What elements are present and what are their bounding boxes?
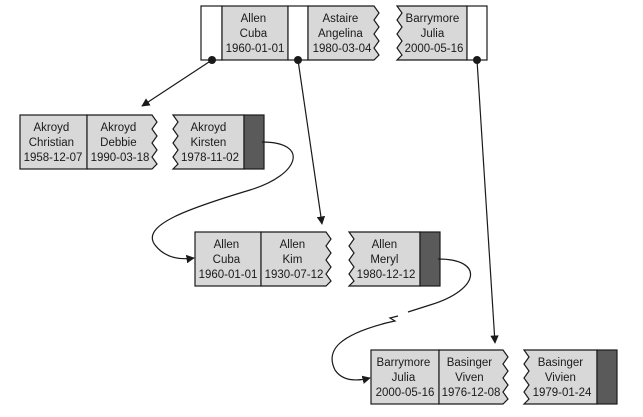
svg-text:Akroyd Christian 1: Akroyd Christian 1958-12-07 bbox=[24, 122, 83, 164]
leaf-1-cell-1-first-name: Christian bbox=[29, 137, 74, 149]
leaf-1-cell-2-birth-date: 1990-03-18 bbox=[91, 152, 150, 164]
svg-text:Allen Cuba 1960-01: Allen Cuba 1960-01-01 bbox=[199, 239, 258, 281]
leaf-2-cell-2-last-name: Allen bbox=[280, 239, 306, 251]
arrow-leaf-1-to-leaf-2 bbox=[151, 141, 294, 264]
svg-text:Allen Kim 1930-07-: Allen Kim 1930-07-12 bbox=[265, 239, 324, 281]
leaf-3-cell-2-birth-date: 1976-12-08 bbox=[442, 387, 501, 399]
svg-text:Barrymore Julia 20: Barrymore Julia 2000-05-16 bbox=[405, 13, 464, 55]
leaf-2-key-cell-2 bbox=[260, 231, 332, 287]
root-cell-3-last-name: Barrymore bbox=[406, 13, 460, 25]
leaf-2-cell-3-last-name: Allen bbox=[372, 239, 398, 251]
svg-text:Astaire Angelina 1: Astaire Angelina 1980-03-04 bbox=[313, 13, 372, 55]
leaf-1-cell-1-birth-date: 1958-12-07 bbox=[24, 152, 83, 164]
root-cell-2-first-name: Angelina bbox=[318, 28, 363, 40]
root-pointer-slot-left bbox=[200, 5, 223, 61]
svg-text:Akroyd Kirsten 197: Akroyd Kirsten 1978-11-02 bbox=[181, 122, 239, 164]
root-pointer-slot-right bbox=[466, 5, 488, 61]
leaf-3-cell-1-last-name: Barrymore bbox=[377, 357, 431, 369]
leaf-1-key-cell-2 bbox=[86, 114, 158, 170]
leaf-1-cell-3-last-name: Akroyd bbox=[191, 122, 227, 134]
leaf-3-cell-3-birth-date: 1979-01-24 bbox=[533, 387, 592, 399]
leaf-node-2: Allen Cuba 1960-01-01 Allen Kim 1930-07-… bbox=[194, 231, 441, 287]
arrow-root-to-leaf-2 bbox=[297, 59, 326, 225]
leaf-3-next-pointer bbox=[596, 349, 618, 405]
leaf-3-key-cell-1 bbox=[370, 349, 440, 405]
arrow-root-to-leaf-1 bbox=[141, 59, 213, 107]
leaf-node-1: Akroyd Christian 1958-12-07 Akroyd Debbi… bbox=[19, 114, 265, 170]
root-cell-1-last-name: Allen bbox=[241, 13, 267, 25]
leaf-1-key-cell-1 bbox=[19, 114, 88, 170]
arrow-root-to-leaf-3 bbox=[476, 59, 499, 344]
leaf-3-key-cell-2 bbox=[438, 349, 509, 405]
root-key-cell-2 bbox=[307, 5, 380, 61]
leaf-1-cell-3-birth-date: 1978-11-02 bbox=[181, 152, 239, 164]
root-pointer-slot-middle bbox=[287, 5, 309, 61]
root-node: Allen Cuba 1960-01-01 Astaire Angelina 1… bbox=[200, 5, 488, 64]
root-cell-1-first-name: Cuba bbox=[240, 28, 268, 40]
root-cell-3-first-name: Julia bbox=[421, 28, 445, 40]
leaf-node-3: Barrymore Julia 2000-05-16 Basinger Vive… bbox=[370, 349, 618, 405]
leaf-3-cell-1-first-name: Julia bbox=[392, 372, 416, 384]
svg-text:Allen Meryl 1980-1: Allen Meryl 1980-12-12 bbox=[357, 239, 416, 281]
svg-text:Akroyd Debbie 1990: Akroyd Debbie 1990-03-18 bbox=[91, 122, 150, 164]
root-cell-2-birth-date: 1980-03-04 bbox=[313, 43, 372, 55]
leaf-2-cell-1-last-name: Allen bbox=[214, 239, 240, 251]
leaf-2-cell-2-birth-date: 1930-07-12 bbox=[265, 269, 324, 281]
leaf-2-cell-1-first-name: Cuba bbox=[213, 254, 241, 266]
leaf-2-next-pointer bbox=[419, 231, 441, 287]
root-cell-1-birth-date: 1960-01-01 bbox=[226, 43, 285, 55]
arrow-leaf-2-to-leaf-3 bbox=[331, 258, 471, 380]
leaf-2-cell-3-first-name: Meryl bbox=[370, 254, 398, 266]
leaf-2-cell-2-first-name: Kim bbox=[282, 254, 302, 266]
root-cell-2-last-name: Astaire bbox=[323, 13, 359, 25]
svg-text:Basinger Vivien 19: Basinger Vivien 1979-01-24 bbox=[533, 357, 592, 399]
leaf-1-cell-3-first-name: Kirsten bbox=[191, 137, 227, 149]
leaf-3-cell-2-last-name: Basinger bbox=[447, 357, 493, 369]
svg-text:Barrymore Julia 20: Barrymore Julia 2000-05-16 bbox=[376, 357, 435, 399]
svg-text:Allen Cuba 1960-01: Allen Cuba 1960-01-01 bbox=[226, 13, 285, 55]
leaf-1-cell-2-last-name: Akroyd bbox=[101, 122, 137, 134]
leaf-2-cell-3-birth-date: 1980-12-12 bbox=[357, 269, 416, 281]
leaf-3-cell-3-first-name: Vivien bbox=[545, 372, 576, 384]
root-key-cell-1 bbox=[221, 5, 289, 61]
leaf-3-cell-2-first-name: Viven bbox=[455, 372, 484, 384]
root-cell-3-birth-date: 2000-05-16 bbox=[405, 43, 464, 55]
leaf-1-next-pointer bbox=[243, 114, 265, 170]
leaf-1-cell-1-last-name: Akroyd bbox=[34, 122, 70, 134]
leaf-2-cell-1-birth-date: 1960-01-01 bbox=[199, 269, 258, 281]
leaf-2-key-cell-1 bbox=[194, 231, 262, 287]
svg-text:Basinger Viven 197: Basinger Viven 1976-12-08 bbox=[442, 357, 501, 399]
leaf-3-cell-1-birth-date: 2000-05-16 bbox=[376, 387, 435, 399]
leaf-1-cell-2-first-name: Debbie bbox=[100, 137, 136, 149]
leaf-3-cell-3-last-name: Basinger bbox=[538, 357, 584, 369]
